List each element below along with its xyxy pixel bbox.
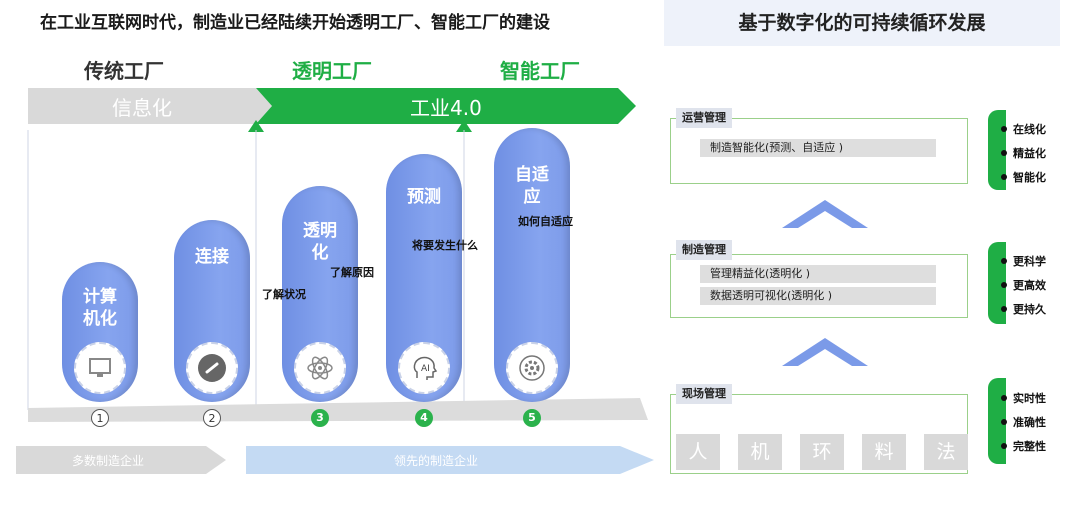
monitor-icon [74,342,126,394]
level-ops-bullet-2: 精益化 [1001,147,1046,160]
factor-environment: 环 [800,434,844,470]
step-number-5: 5 [523,409,541,427]
pill-label-3: 透明化 [303,221,337,263]
atom-icon [294,342,346,394]
stage-traditional: 传统工厂 [84,59,164,83]
band-marker-2 [456,120,472,132]
svg-text:AI: AI [421,364,430,374]
note-what-happens: 将要发生什么 [412,239,478,252]
band-infotech-arrow [28,88,272,124]
stage-smart: 智能工厂 [500,59,580,83]
arrow-leading [246,446,654,474]
level-site-bullet-3: 完整性 [1001,440,1046,453]
level-ops-tab: 运营管理 [676,108,732,128]
level-mfg-box [670,254,968,318]
top-band [28,88,636,132]
factor-people: 人 [676,434,720,470]
factor-machine: 机 [738,434,782,470]
step-number-4: 4 [415,409,433,427]
ai-head-icon: AI [398,342,450,394]
step-number-2: 2 [203,409,221,427]
label-leading: 领先的制造企业 [394,454,479,468]
note-status: 了解状况 [262,288,306,301]
gear-cycle-icon [506,342,558,394]
link-icon [186,342,238,394]
pill-label-1: 计算机化 [83,287,117,329]
factor-method: 法 [924,434,968,470]
factor-material: 料 [862,434,906,470]
level-mfg-bullet-3: 更持久 [1001,303,1046,316]
band-left-label: 信息化 [112,96,172,120]
pill-label-4: 预测 [407,187,441,207]
chevron-up-icon [782,338,868,366]
guide-lines [27,130,465,410]
pill-label-5: 自适应 [515,165,549,207]
level-ops-bullet-1: 在线化 [1001,123,1046,136]
level-site-tab: 现场管理 [676,384,732,404]
left-title: 在工业互联网时代，制造业已经陆续开始透明工厂、智能工厂的建设 [40,13,550,33]
pill-label-2: 连接 [195,247,229,267]
right-title: 基于数字化的可持续循环发展 [664,0,1060,46]
level-mfg-bullet-2: 更高效 [1001,279,1046,292]
label-majority: 多数制造企业 [72,454,145,468]
level-mfg-bar-2: 数据透明可视化(透明化 ) [700,287,936,305]
note-reason: 了解原因 [330,266,374,279]
level-mfg-tab: 制造管理 [676,240,732,260]
level-mfg-bullet-1: 更科学 [1001,255,1046,268]
arrow-majority [16,446,226,474]
level-mfg-bar-1: 管理精益化(透明化 ) [700,265,936,283]
note-how-adapt: 如何自适应 [518,215,573,228]
band-marker-1 [248,120,264,132]
step-number-3: 3 [311,409,329,427]
step-number-1: 1 [91,409,109,427]
stage-transparent: 透明工厂 [292,59,372,83]
level-site-bullet-1: 实时性 [1001,392,1046,405]
base-platform [28,398,648,422]
level-ops-bar-1: 制造智能化(预测、自适应 ) [700,139,936,157]
band-right-label: 工业4.0 [410,96,482,120]
chevron-up-icon [782,200,868,228]
bottom-arrows [16,446,654,474]
level-site-bullet-2: 准确性 [1001,416,1046,429]
band-industry40-arrow [256,88,636,124]
level-ops-bullet-3: 智能化 [1001,171,1046,184]
